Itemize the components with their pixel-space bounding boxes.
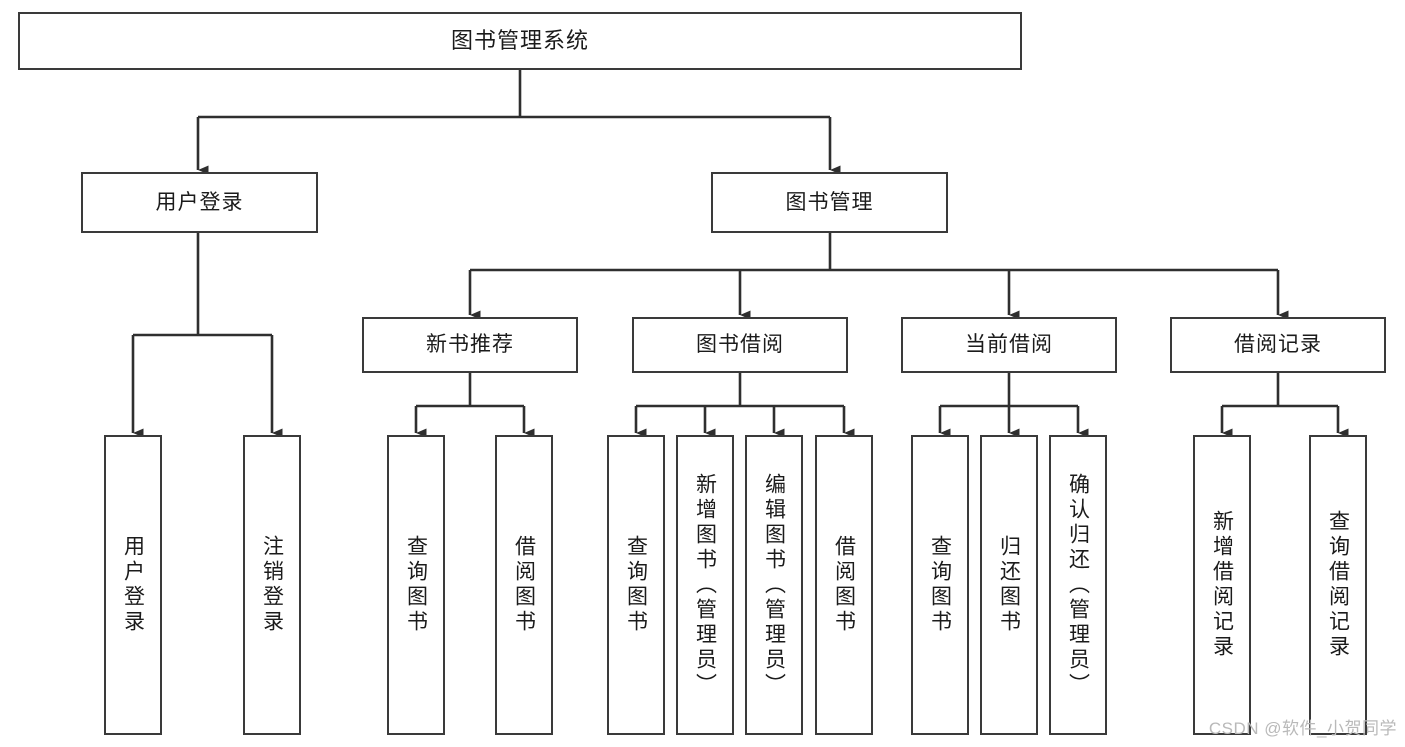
node-current-borrow-label: 当前借阅 <box>965 333 1053 357</box>
node-book-borrow-label: 图书借阅 <box>696 333 784 357</box>
watermark-text: CSDN @软件_小贺同学 <box>1208 719 1397 738</box>
node-leaf-return-book-label: 归还图书 <box>997 535 1021 635</box>
node-leaf-return-book[interactable]: 归还图书 <box>980 435 1038 735</box>
node-leaf-add-record[interactable]: 新增借阅记录 <box>1193 435 1251 735</box>
node-book-management[interactable]: 图书管理 <box>711 172 948 233</box>
node-leaf-borrow-book-1-label: 借阅图书 <box>512 535 536 635</box>
node-borrow-record[interactable]: 借阅记录 <box>1170 317 1386 373</box>
node-leaf-logout-login[interactable]: 注销登录 <box>243 435 301 735</box>
node-leaf-edit-book-label: 编辑图书（管理员） <box>762 472 786 698</box>
node-new-book-recommend-label: 新书推荐 <box>426 333 514 357</box>
node-root-system[interactable]: 图书管理系统 <box>18 12 1022 70</box>
node-leaf-confirm-return[interactable]: 确认归还（管理员） <box>1049 435 1107 735</box>
node-leaf-user-login-label: 用户登录 <box>121 535 145 635</box>
node-user-login-label: 用户登录 <box>155 190 244 214</box>
node-leaf-borrow-book-2-label: 借阅图书 <box>832 535 856 635</box>
node-leaf-borrow-book-2[interactable]: 借阅图书 <box>815 435 873 735</box>
node-leaf-add-book[interactable]: 新增图书（管理员） <box>676 435 734 735</box>
node-leaf-query-book-2-label: 查询图书 <box>624 535 648 635</box>
node-leaf-confirm-return-label: 确认归还（管理员） <box>1066 472 1090 698</box>
node-leaf-query-book-2[interactable]: 查询图书 <box>607 435 665 735</box>
node-leaf-borrow-book-1[interactable]: 借阅图书 <box>495 435 553 735</box>
node-book-borrow[interactable]: 图书借阅 <box>632 317 848 373</box>
node-leaf-query-record[interactable]: 查询借阅记录 <box>1309 435 1367 735</box>
node-book-management-label: 图书管理 <box>785 190 874 214</box>
node-leaf-edit-book[interactable]: 编辑图书（管理员） <box>745 435 803 735</box>
node-leaf-add-book-label: 新增图书（管理员） <box>693 472 717 698</box>
node-root-label: 图书管理系统 <box>450 27 589 53</box>
node-leaf-query-book-3[interactable]: 查询图书 <box>911 435 969 735</box>
node-user-login[interactable]: 用户登录 <box>81 172 318 233</box>
node-leaf-query-book-1-label: 查询图书 <box>404 535 428 635</box>
node-leaf-logout-login-label: 注销登录 <box>260 535 284 635</box>
node-leaf-query-book-3-label: 查询图书 <box>928 535 952 635</box>
node-leaf-user-login[interactable]: 用户登录 <box>104 435 162 735</box>
node-leaf-query-book-1[interactable]: 查询图书 <box>387 435 445 735</box>
node-leaf-query-record-label: 查询借阅记录 <box>1326 510 1350 660</box>
node-new-book-recommend[interactable]: 新书推荐 <box>362 317 578 373</box>
node-borrow-record-label: 借阅记录 <box>1234 333 1322 357</box>
node-current-borrow[interactable]: 当前借阅 <box>901 317 1117 373</box>
node-leaf-add-record-label: 新增借阅记录 <box>1210 510 1234 660</box>
